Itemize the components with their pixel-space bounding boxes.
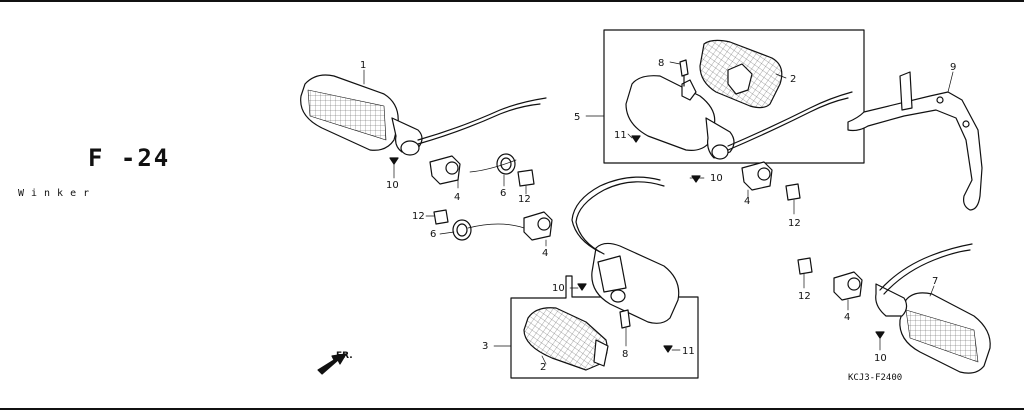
- part-9-bracket: [847, 71, 983, 211]
- part-10-screw-b: [691, 175, 701, 183]
- callout-6b: 6: [430, 229, 436, 240]
- callout-10b: 10: [710, 173, 723, 184]
- part-11-screw-a: [631, 135, 641, 143]
- callout-9: 9: [950, 62, 956, 73]
- callout-12a: 12: [518, 194, 531, 205]
- part-2-lens-upper: [699, 39, 783, 109]
- part-12-collar-a: [517, 169, 535, 187]
- callout-4a: 4: [454, 192, 460, 203]
- part-2-lens-lower: [523, 307, 609, 371]
- callout-11a: 11: [614, 130, 627, 141]
- part-10-screw-c: [577, 283, 587, 291]
- part-8-bulb-lower: [619, 309, 631, 329]
- callout-8b: 8: [622, 349, 628, 360]
- part-10-screw-a: [389, 157, 399, 165]
- callout-12c: 12: [788, 218, 801, 229]
- part-11-screw-b: [663, 345, 673, 353]
- callout-4c: 4: [744, 196, 750, 207]
- front-direction-arrow: [317, 353, 347, 375]
- callout-12d: 12: [798, 291, 811, 302]
- figure-name: Winker: [18, 188, 97, 199]
- callout-5: 5: [574, 112, 580, 123]
- callout-8a: 8: [658, 58, 664, 69]
- part-12-collar-c: [785, 183, 801, 201]
- diagram-code: KCJ3-F2400: [848, 373, 902, 383]
- callout-6a: 6: [500, 188, 506, 199]
- part-4-socket-a: [429, 155, 461, 185]
- callout-2b: 2: [540, 362, 546, 373]
- callout-4d: 4: [844, 312, 850, 323]
- part-1-winker-front-left: [300, 74, 547, 156]
- callout-7: 7: [932, 276, 938, 287]
- part-8-bulb-upper: [679, 59, 689, 87]
- figure-number: F -24: [88, 144, 171, 172]
- callout-1: 1: [360, 60, 366, 71]
- part-12-collar-d: [797, 257, 813, 275]
- part-5-winker-upper: [625, 75, 853, 160]
- part-12-collar-b: [433, 209, 449, 225]
- callout-2a: 2: [790, 74, 796, 85]
- part-6-ring-b: [452, 219, 472, 241]
- group-box-upper-right: [603, 29, 865, 164]
- part-10-screw-d: [875, 331, 885, 339]
- direction-label: FR.: [336, 351, 353, 361]
- callout-10c: 10: [552, 283, 565, 294]
- callout-10a: 10: [386, 180, 399, 191]
- part-7-winker-rear-right: [875, 243, 991, 374]
- part-4-socket-d: [833, 271, 863, 301]
- callout-10d: 10: [874, 353, 887, 364]
- part-4-socket-c: [741, 161, 773, 191]
- callout-3: 3: [482, 341, 488, 352]
- callout-12b: 12: [412, 211, 425, 222]
- part-4-socket-b: [523, 211, 553, 241]
- callout-11b: 11: [682, 346, 695, 357]
- part-3-winker-lower: [571, 176, 680, 324]
- part-6-ring-a: [496, 153, 516, 175]
- leader-lines: [363, 61, 954, 365]
- callout-4b: 4: [542, 248, 548, 259]
- group-box-lower-center: [510, 275, 699, 379]
